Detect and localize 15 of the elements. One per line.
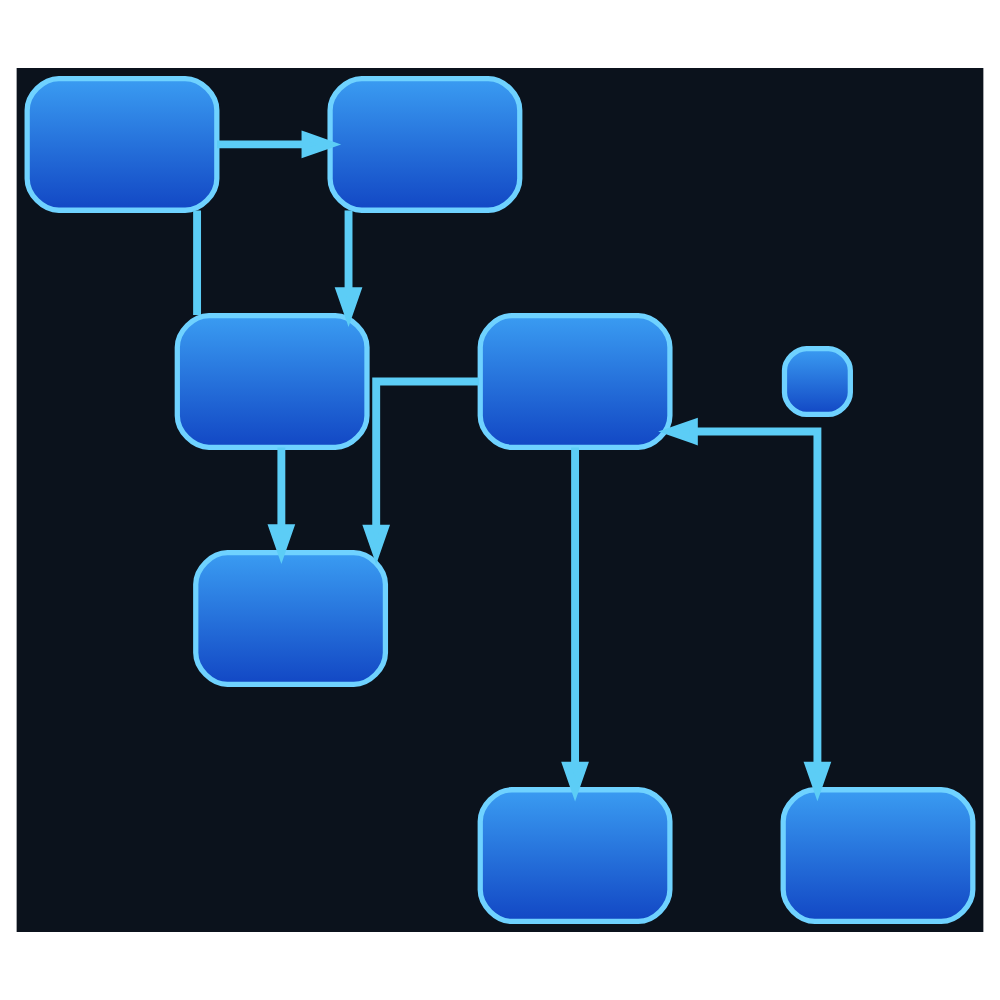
node-box [781, 345, 853, 418]
connector [193, 210, 201, 315]
node-box [477, 312, 673, 450]
arrow [217, 130, 342, 159]
arrow [267, 447, 296, 564]
arrow [362, 377, 480, 565]
arrow [561, 447, 589, 802]
node-box [174, 312, 370, 450]
arrow [658, 417, 832, 802]
node-box [24, 75, 220, 213]
node-box [193, 550, 389, 688]
node-box [477, 787, 673, 925]
node-box [780, 787, 976, 925]
node-box [327, 75, 523, 213]
arrow [334, 210, 363, 327]
